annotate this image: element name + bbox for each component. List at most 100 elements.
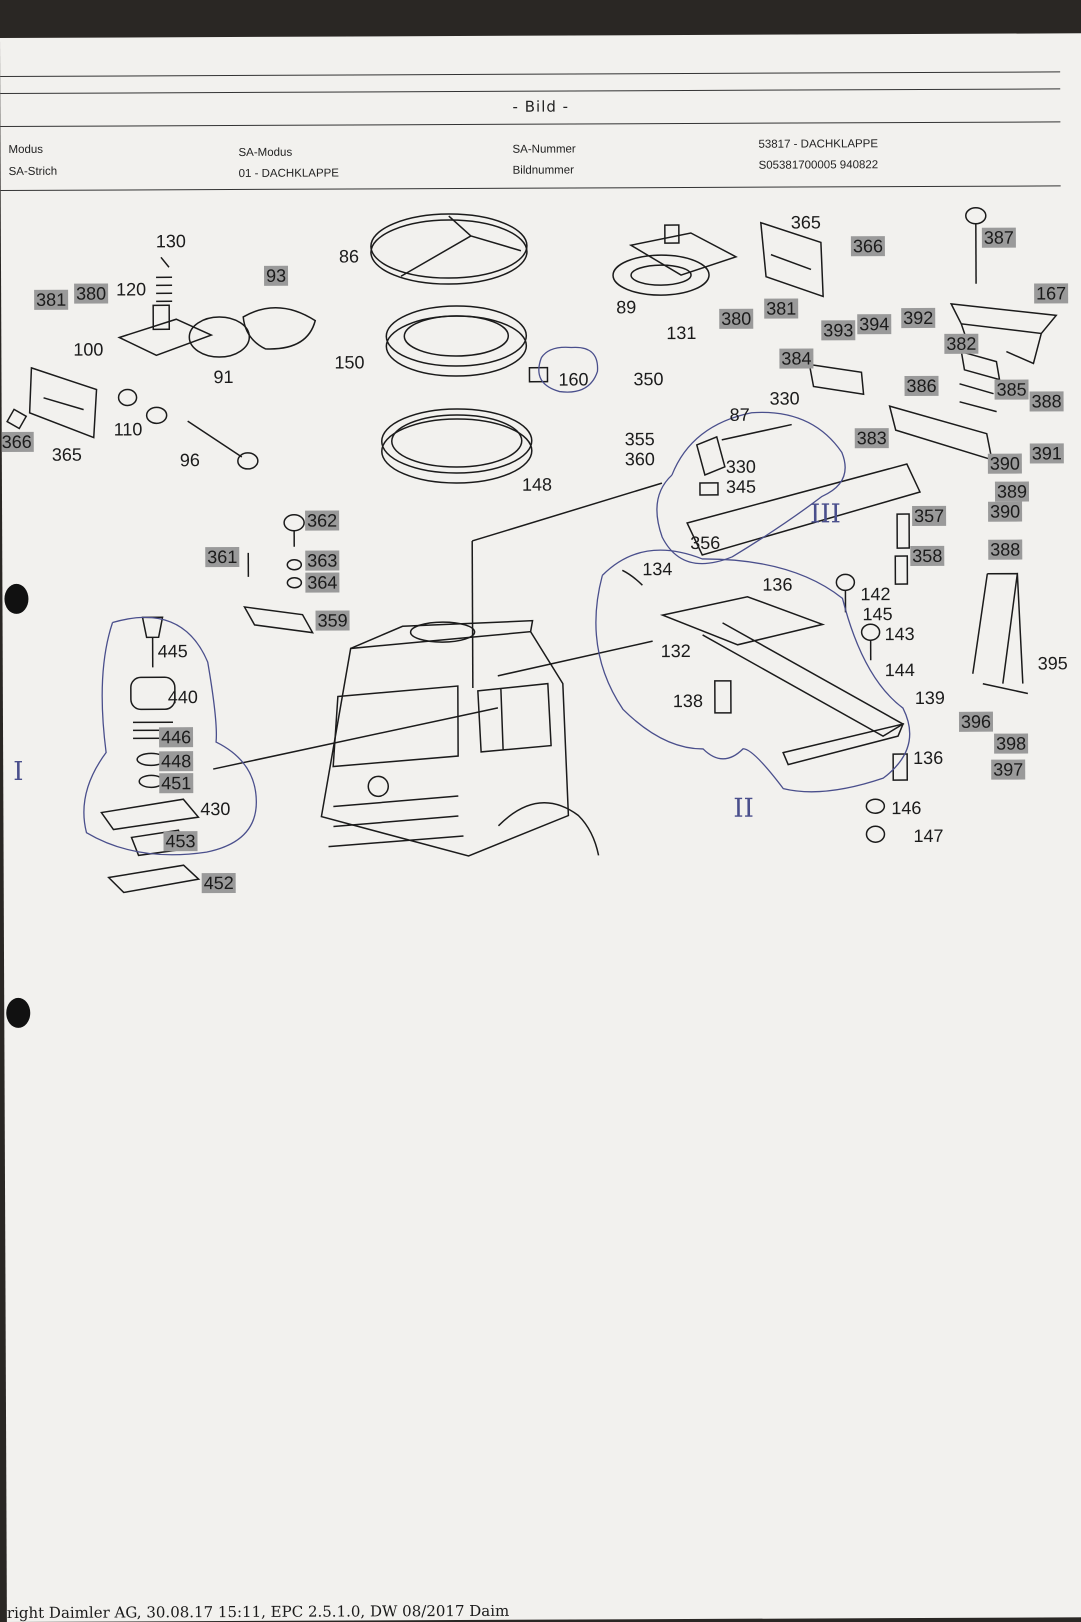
- label-highlight: [159, 751, 194, 772]
- part-number-87: 87: [730, 405, 750, 425]
- part-number-452: 452: [204, 873, 234, 893]
- part-number-393: 393: [823, 320, 853, 340]
- label-highlight: [988, 501, 1023, 522]
- label-highlight: [901, 307, 936, 329]
- part-number-131: 131: [666, 323, 696, 343]
- label-highlight: [854, 428, 889, 449]
- part-number-147: 147: [913, 826, 943, 846]
- part-number-330: 330: [770, 389, 800, 409]
- label-highlight: [74, 283, 109, 304]
- part-number-392: 392: [903, 308, 933, 328]
- part-number-365: 365: [52, 445, 82, 465]
- label-highlight: [201, 872, 236, 894]
- part-number-363: 363: [307, 551, 337, 571]
- label-highlight: [944, 333, 979, 354]
- part-drawings: [6, 206, 1058, 894]
- hinge-bar-drawing: [888, 405, 993, 461]
- label-highlight: [904, 375, 939, 397]
- part-number-380: 380: [76, 284, 106, 304]
- part-number-395: 395: [1038, 653, 1068, 673]
- label-highlight: [163, 831, 198, 852]
- label-highlight: [159, 773, 194, 794]
- part-number-397: 397: [993, 760, 1023, 780]
- shim-plate-drawing: [107, 864, 201, 894]
- part-number-453: 453: [165, 831, 195, 851]
- label-highlight: [34, 289, 69, 310]
- part-number-440: 440: [168, 687, 198, 707]
- label-highlight: [850, 236, 885, 257]
- label-highlight: [305, 572, 340, 593]
- part-number-330: 330: [726, 457, 756, 477]
- part-number-136: 136: [913, 748, 943, 768]
- part-number-96: 96: [180, 450, 200, 470]
- label-highlight: [994, 733, 1029, 754]
- bracket-base-drawing: [100, 798, 200, 831]
- rubber-block-drawing: [130, 676, 176, 711]
- label-highlight: [764, 298, 799, 319]
- label-highlight: [159, 727, 194, 748]
- label-highlight: [205, 546, 240, 568]
- part-number-93: 93: [266, 266, 286, 286]
- part-number-394: 394: [859, 314, 889, 334]
- part-number-142: 142: [860, 584, 890, 604]
- part-number-355: 355: [625, 429, 655, 449]
- parts-catalog-sheet: - Bild - Modus SA-Strich SA-Modus 01 - D…: [0, 33, 1081, 1622]
- part-number-146: 146: [891, 798, 921, 818]
- part-number-396: 396: [961, 712, 991, 732]
- part-number-359: 359: [318, 610, 348, 630]
- label-highlight: [988, 539, 1023, 560]
- part-number-366: 366: [2, 432, 32, 452]
- part-number-380: 380: [721, 309, 751, 329]
- label-highlight: [981, 227, 1016, 248]
- label-highlight: [991, 759, 1026, 780]
- copyright-footer: right Daimler AG, 30.08.17 15:11, EPC 2.…: [6, 1601, 510, 1622]
- truck-cab-drawing: [320, 630, 570, 857]
- part-number-430: 430: [200, 799, 230, 819]
- exploded-parts-diagram: I II III 1301209386381380100913653661109…: [0, 206, 1069, 894]
- part-number-365: 365: [791, 212, 821, 232]
- label-highlight: [305, 510, 340, 531]
- stud-drawing: [141, 616, 164, 639]
- part-number-91: 91: [213, 367, 233, 387]
- bracket-plate-drawing: [759, 221, 824, 298]
- part-number-143: 143: [885, 624, 915, 644]
- label-highlight: [821, 320, 856, 341]
- label-highlight: [779, 348, 814, 369]
- part-number-381: 381: [766, 299, 796, 319]
- part-number-362: 362: [307, 511, 337, 531]
- lever-base-drawing: [659, 595, 826, 646]
- part-number-357: 357: [914, 506, 944, 526]
- label-highlight: [958, 711, 994, 732]
- emblem-drawing: [367, 775, 390, 798]
- part-number-451: 451: [161, 773, 191, 793]
- pen-loop-arm: [656, 411, 846, 565]
- part-number-130: 130: [156, 231, 186, 251]
- label-highlight: [719, 308, 754, 329]
- part-number-446: 446: [161, 727, 191, 747]
- arm-plate-drawing: [686, 463, 922, 556]
- part-number-167: 167: [1036, 283, 1066, 303]
- label-highlight: [987, 453, 1022, 474]
- label-highlight: [263, 265, 289, 286]
- part-number-448: 448: [161, 751, 191, 771]
- label-highlight: [910, 545, 945, 567]
- label-highlight: [1034, 283, 1069, 304]
- part-number-389: 389: [997, 482, 1027, 502]
- part-number-361: 361: [207, 547, 237, 567]
- label-highlight: [994, 379, 1029, 400]
- part-number-391: 391: [1032, 443, 1062, 463]
- roman-numeral-three: III: [810, 499, 841, 529]
- part-number-388: 388: [990, 540, 1020, 560]
- part-number-145: 145: [862, 604, 892, 624]
- part-number-382: 382: [946, 334, 976, 354]
- hatch-frame-drawing: [385, 305, 528, 367]
- part-number-364: 364: [307, 573, 337, 593]
- part-number-390: 390: [990, 502, 1020, 522]
- part-number-136: 136: [762, 575, 792, 595]
- part-number-384: 384: [781, 348, 811, 368]
- part-number-385: 385: [997, 380, 1027, 400]
- part-number-398: 398: [996, 734, 1026, 754]
- part-number-144: 144: [885, 660, 915, 680]
- label-highlight: [0, 431, 34, 453]
- part-number-110: 110: [114, 419, 143, 439]
